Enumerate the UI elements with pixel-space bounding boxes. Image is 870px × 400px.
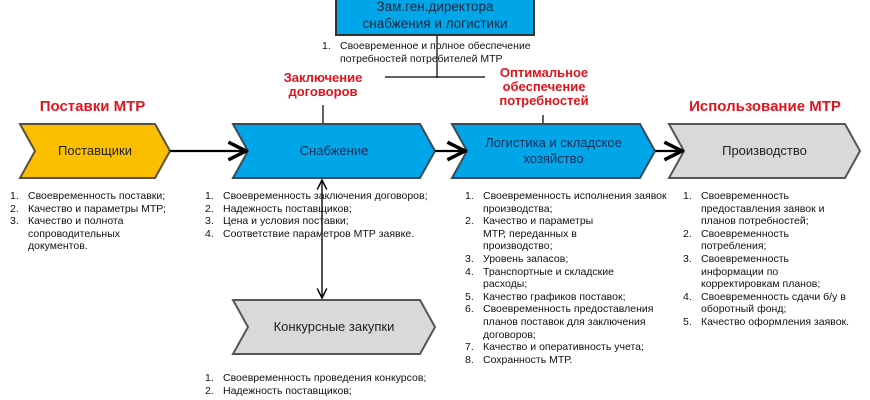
- list-item: 4.Своевременность сдачи б/у в оборотный …: [683, 290, 846, 316]
- list-item: 1.Своевременность поставки;: [10, 190, 166, 202]
- list-item: 4.Транспортные и складские расходы;: [465, 265, 614, 291]
- tenders-node-label: Конкурсные закупки: [273, 319, 395, 334]
- list-item: 7.Качество и оперативность учета;: [465, 341, 644, 354]
- director-title-line1: Зам.ген.директора: [376, 0, 494, 14]
- list-item: 1.Своевременность заключения договоров;: [205, 190, 428, 202]
- director-title-line2: снабжения и логистики: [362, 16, 508, 31]
- list-item: 3.Уровень запасов;: [465, 252, 569, 265]
- procurement-node-label: Снабжение: [299, 143, 369, 158]
- stage-label-optimal: Оптимальное обеспечение потребностей: [499, 65, 589, 108]
- list-item: 4.Соответствие параметров МТР заявке.: [205, 227, 415, 240]
- stage-label-contracts: Заключение договоров: [283, 70, 363, 99]
- list-item: 5.Качество оформления заявок.: [683, 315, 850, 328]
- list-item: 1.Своевременное и полное обеспечение пот…: [322, 40, 531, 65]
- stage-label-supply: Поставки МТР: [39, 98, 146, 115]
- logistics-criteria: 1.Своевременность исполнения заявок прои…: [465, 190, 670, 366]
- suppliers-node-label: Поставщики: [58, 143, 132, 158]
- production-node-label: Производство: [722, 143, 807, 158]
- list-item: 2.Надежность поставщиков;: [205, 202, 352, 215]
- logistics-node-label: Логистика и складское хозяйство: [485, 135, 622, 166]
- list-item: 1.Своевременность предоставления заявок …: [683, 190, 825, 228]
- director-criteria: 1.Своевременное и полное обеспечение пот…: [322, 40, 582, 65]
- list-item: 1.Своевременность исполнения заявок прои…: [465, 190, 667, 215]
- procurement-criteria: 1.Своевременность заключения договоров; …: [205, 190, 465, 240]
- list-item: 3.Своевременность информации по корректи…: [683, 252, 821, 291]
- suppliers-criteria: 1.Своевременность поставки; 2.Качество и…: [10, 190, 200, 253]
- director-box[interactable]: Зам.ген.директора снабжения и логистики: [335, 0, 535, 36]
- list-item: 1.Своевременность проведения конкурсов;: [205, 372, 427, 384]
- list-item: 8.Сохранность МТР.: [465, 353, 573, 366]
- list-item: 2.Надежность поставщиков;: [205, 384, 352, 397]
- production-criteria: 1.Своевременность предоставления заявок …: [683, 190, 853, 329]
- list-item: 2.Качество и параметры МТР, переданных в…: [465, 215, 594, 253]
- list-item: 3.Цена и условия поставки;: [205, 215, 349, 228]
- tenders-node-shape[interactable]: [231, 299, 437, 355]
- list-item: 5.Качество графиков поставок;: [465, 290, 626, 303]
- suppliers-node-shape[interactable]: [18, 123, 172, 179]
- list-item: 3.Качество и полнота сопроводительных до…: [10, 215, 124, 253]
- stage-label-usage: Использование МТР: [689, 98, 841, 115]
- list-item: 2.Качество и параметры МТР;: [10, 202, 166, 215]
- list-item: 2.Своевременность потребления;: [683, 227, 790, 253]
- list-item: 6.Своевременность предоставления планов …: [465, 303, 654, 341]
- tenders-criteria: 1.Своевременность проведения конкурсов; …: [205, 372, 465, 397]
